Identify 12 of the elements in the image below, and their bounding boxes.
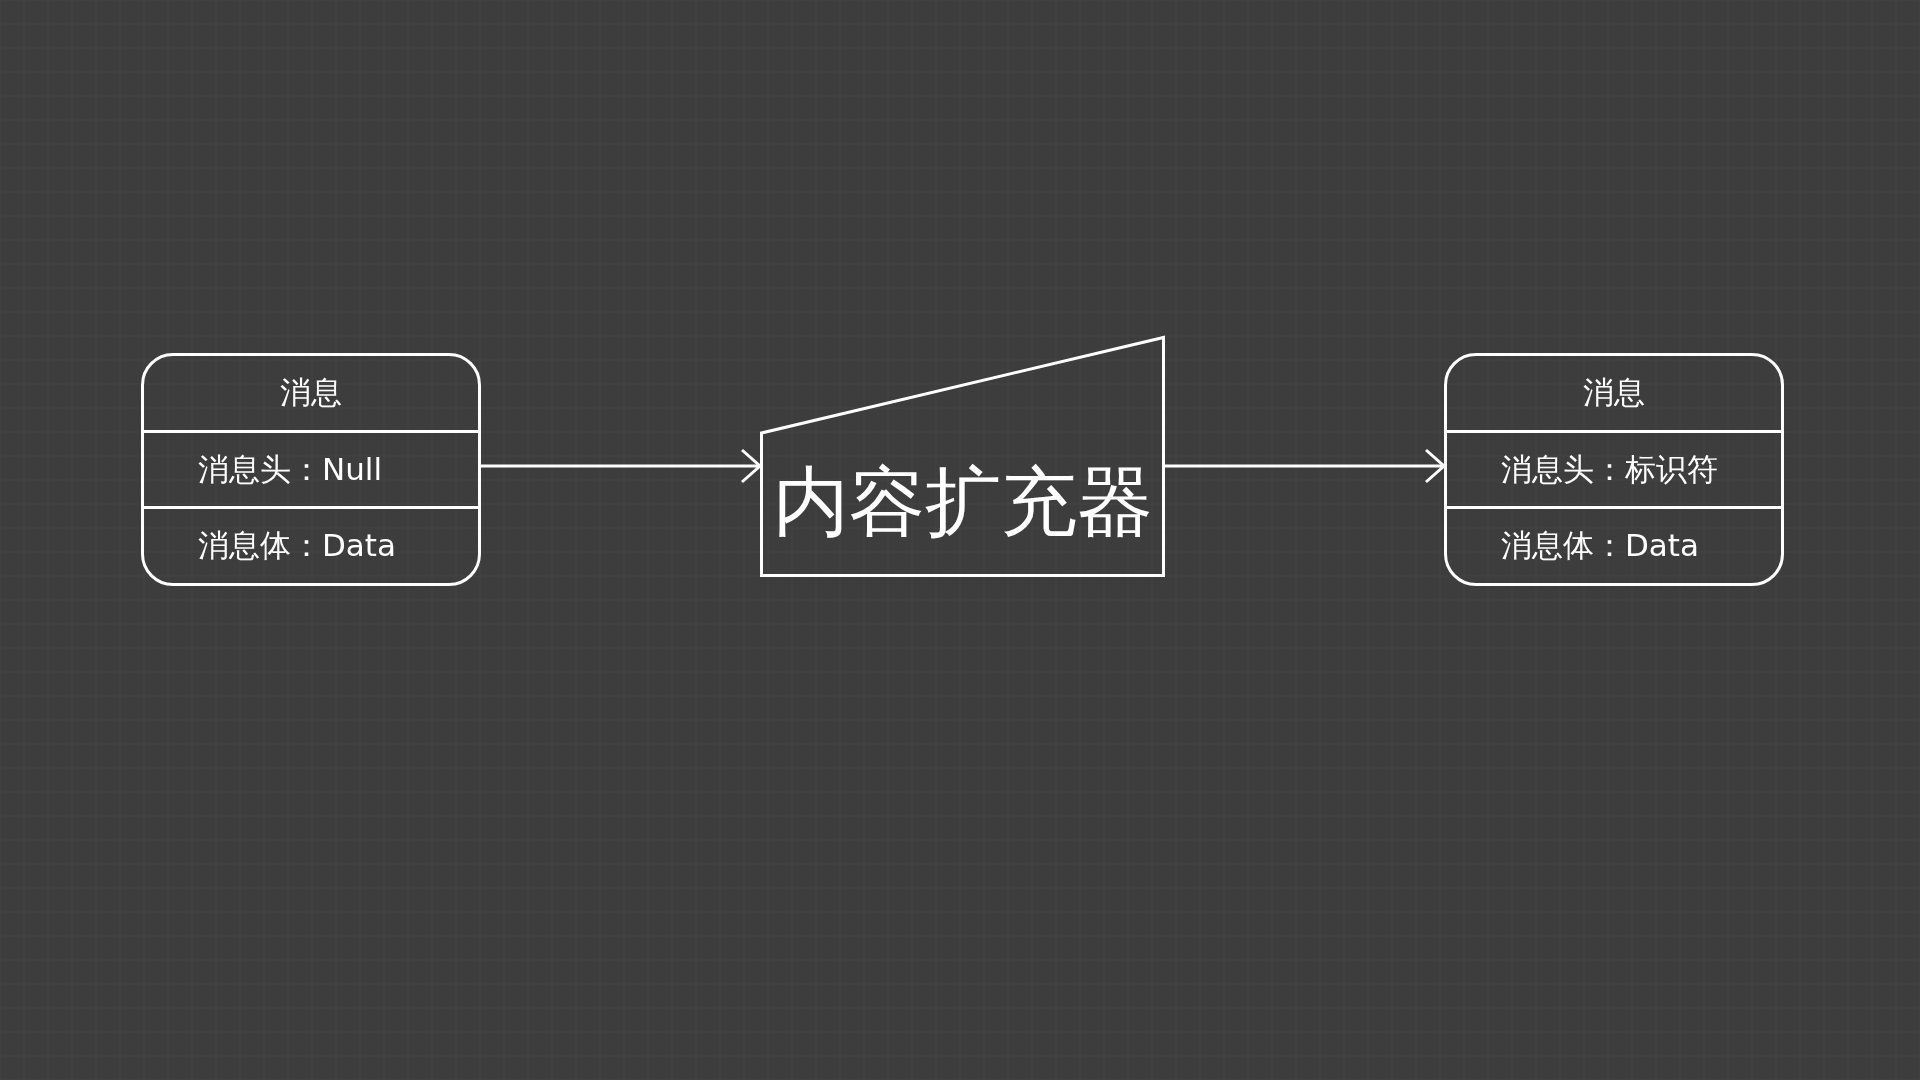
message-card <box>1444 353 1784 586</box>
arrow <box>1165 448 1446 484</box>
trapezoid-shape <box>760 336 1165 577</box>
field-text: 消息体：Data <box>1447 506 1781 583</box>
card-title: 消息 <box>1582 372 1646 412</box>
field-text: 消息体：Data <box>144 506 478 583</box>
field-text: 消息头：标识符 <box>1447 429 1781 507</box>
field-text: 消息头：Null <box>144 429 478 507</box>
card-title: 消息 <box>279 372 343 412</box>
arrow <box>481 448 762 484</box>
message-card <box>141 353 481 586</box>
processor-label: 内容扩充器 <box>771 456 1154 548</box>
